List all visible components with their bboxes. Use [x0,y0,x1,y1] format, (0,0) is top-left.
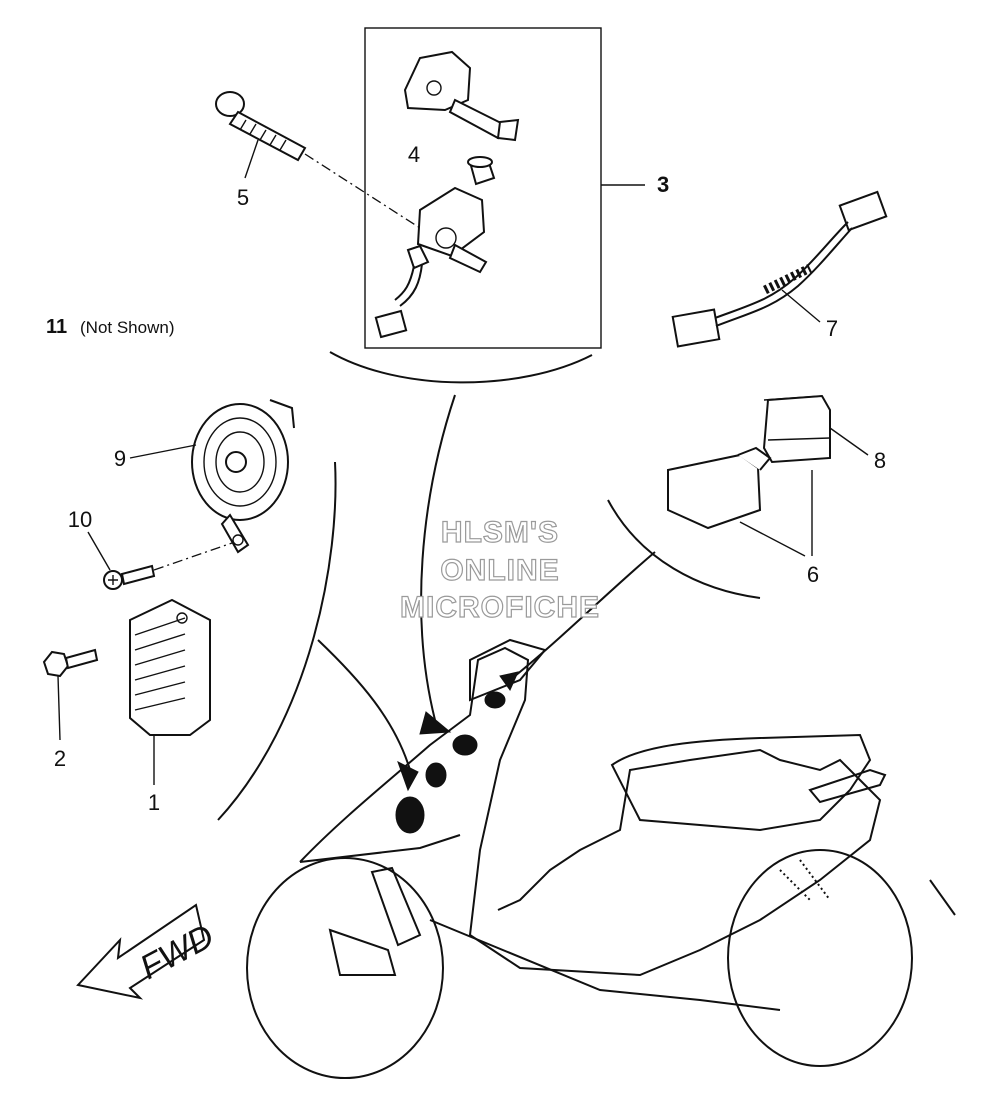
callout-1: 1 [148,790,160,815]
ignition-switch-box [364,27,602,349]
relay-8 [762,394,831,464]
forward-arrow-icon [76,903,206,1000]
watermark-line-3: MICROFICHE [400,591,600,624]
callout-9: 9 [114,446,126,471]
note-number: 11 [46,316,67,338]
note-text: (Not Shown) [80,318,174,337]
callout-10: 10 [68,507,92,532]
callout-5: 5 [237,185,249,210]
callout-2: 2 [54,746,66,771]
callout-8: 8 [874,448,886,473]
callout-4: 4 [408,142,420,167]
rectifier-regulator [129,598,211,736]
horn [191,399,295,554]
relay-6 [667,446,772,530]
callout-3: 3 [657,172,669,197]
wire-harness [671,190,888,348]
callout-7: 7 [826,316,838,341]
watermark-line-1: HLSM'S [441,516,559,549]
callout-6: 6 [807,562,819,587]
watermark-line-2: ONLINE [440,554,559,587]
scooter-outline [246,638,956,1079]
bolt-5 [215,91,307,162]
screw-10 [103,564,156,590]
bolt-2 [42,648,99,678]
